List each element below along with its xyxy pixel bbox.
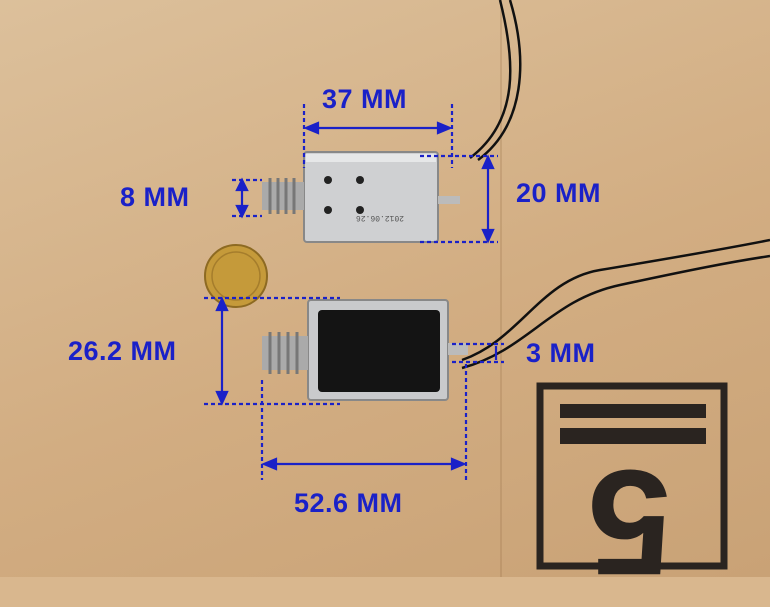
svg-text:2012.06.26: 2012.06.26 <box>356 213 404 222</box>
cardboard-fold <box>500 0 502 577</box>
top-wire-2 <box>477 0 522 162</box>
cardboard-background <box>0 0 770 577</box>
label-bottom-length: 52.6 MM <box>294 488 403 518</box>
bottom-solenoid <box>262 299 468 401</box>
dimension-lines <box>204 104 504 480</box>
box-print-stamp <box>536 382 728 570</box>
top-wire-1 <box>469 0 512 159</box>
photo-illustration: 2012.06.26 <box>204 0 770 570</box>
bottom-wire-2 <box>461 254 770 370</box>
label-shaft-diameter: 3 MM <box>526 338 596 368</box>
box-print-digit: 5 <box>588 439 672 607</box>
bottom-wire-1 <box>461 238 770 362</box>
label-top-height: 20 MM <box>516 178 602 208</box>
label-top-width: 37 MM <box>322 84 408 114</box>
label-bottom-height: 26.2 MM <box>68 336 177 366</box>
top-solenoid: 2012.06.26 <box>262 151 460 243</box>
coin <box>204 244 268 308</box>
label-plunger-diameter: 8 MM <box>120 182 190 212</box>
